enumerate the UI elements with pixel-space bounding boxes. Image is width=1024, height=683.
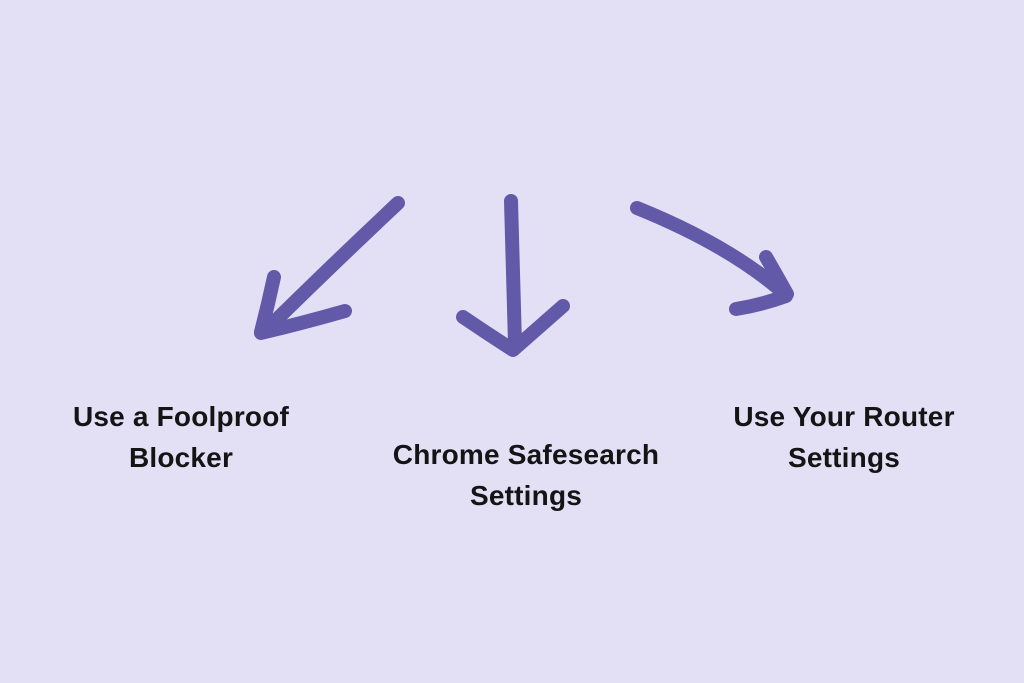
label-line: Settings: [787, 442, 901, 473]
label-line: Settings: [469, 480, 583, 511]
label-line: Use Your Router: [733, 401, 955, 432]
label-router-settings: Use Your Router Settings: [714, 396, 974, 478]
label-line: Chrome Safesearch: [392, 439, 660, 470]
label-line: Blocker: [128, 442, 234, 473]
label-foolproof-blocker: Use a Foolproof Blocker: [51, 396, 311, 478]
label-line: Use a Foolproof: [72, 401, 290, 432]
label-chrome-safesearch: Chrome Safesearch Settings: [376, 434, 676, 516]
